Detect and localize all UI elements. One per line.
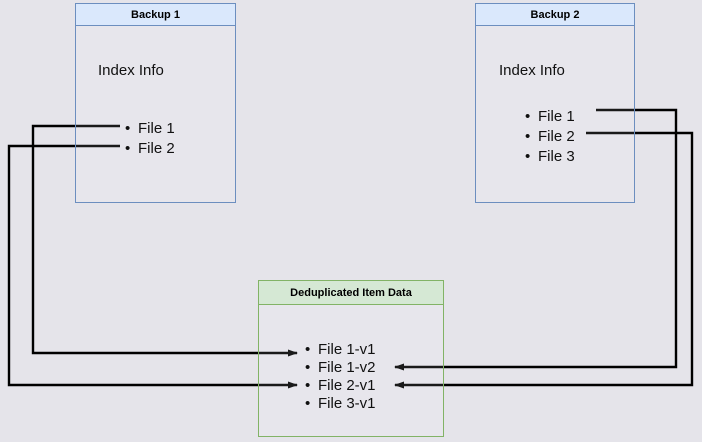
backup2-file-list: File 1 File 2 File 3 — [525, 107, 575, 167]
list-item: File 1 — [125, 119, 175, 139]
dedup-box: Deduplicated Item Data File 1-v1 File 1-… — [258, 280, 444, 437]
dedup-file-list: File 1-v1 File 1-v2 File 2-v1 File 3-v1 — [305, 341, 376, 413]
list-item: File 1 — [525, 107, 575, 127]
list-item: File 2 — [525, 127, 575, 147]
backup2-body: Index Info File 1 File 2 File 3 — [476, 26, 634, 202]
backup2-box: Backup 2 Index Info File 1 File 2 File 3 — [475, 3, 635, 203]
backup2-title: Backup 2 — [476, 4, 634, 26]
backup1-file-list: File 1 File 2 — [125, 119, 175, 159]
list-item: File 3-v1 — [305, 395, 376, 413]
list-item: File 3 — [525, 147, 575, 167]
dedup-body: File 1-v1 File 1-v2 File 2-v1 File 3-v1 — [259, 305, 443, 436]
list-item: File 1-v2 — [305, 359, 376, 377]
backup1-box: Backup 1 Index Info File 1 File 2 — [75, 3, 236, 203]
list-item: File 2-v1 — [305, 377, 376, 395]
list-item: File 2 — [125, 139, 175, 159]
backup1-body: Index Info File 1 File 2 — [76, 26, 235, 202]
dedup-title: Deduplicated Item Data — [259, 281, 443, 305]
list-item: File 1-v1 — [305, 341, 376, 359]
backup1-index-info-label: Index Info — [98, 62, 164, 79]
backup1-title: Backup 1 — [76, 4, 235, 26]
backup2-index-info-label: Index Info — [499, 62, 565, 79]
